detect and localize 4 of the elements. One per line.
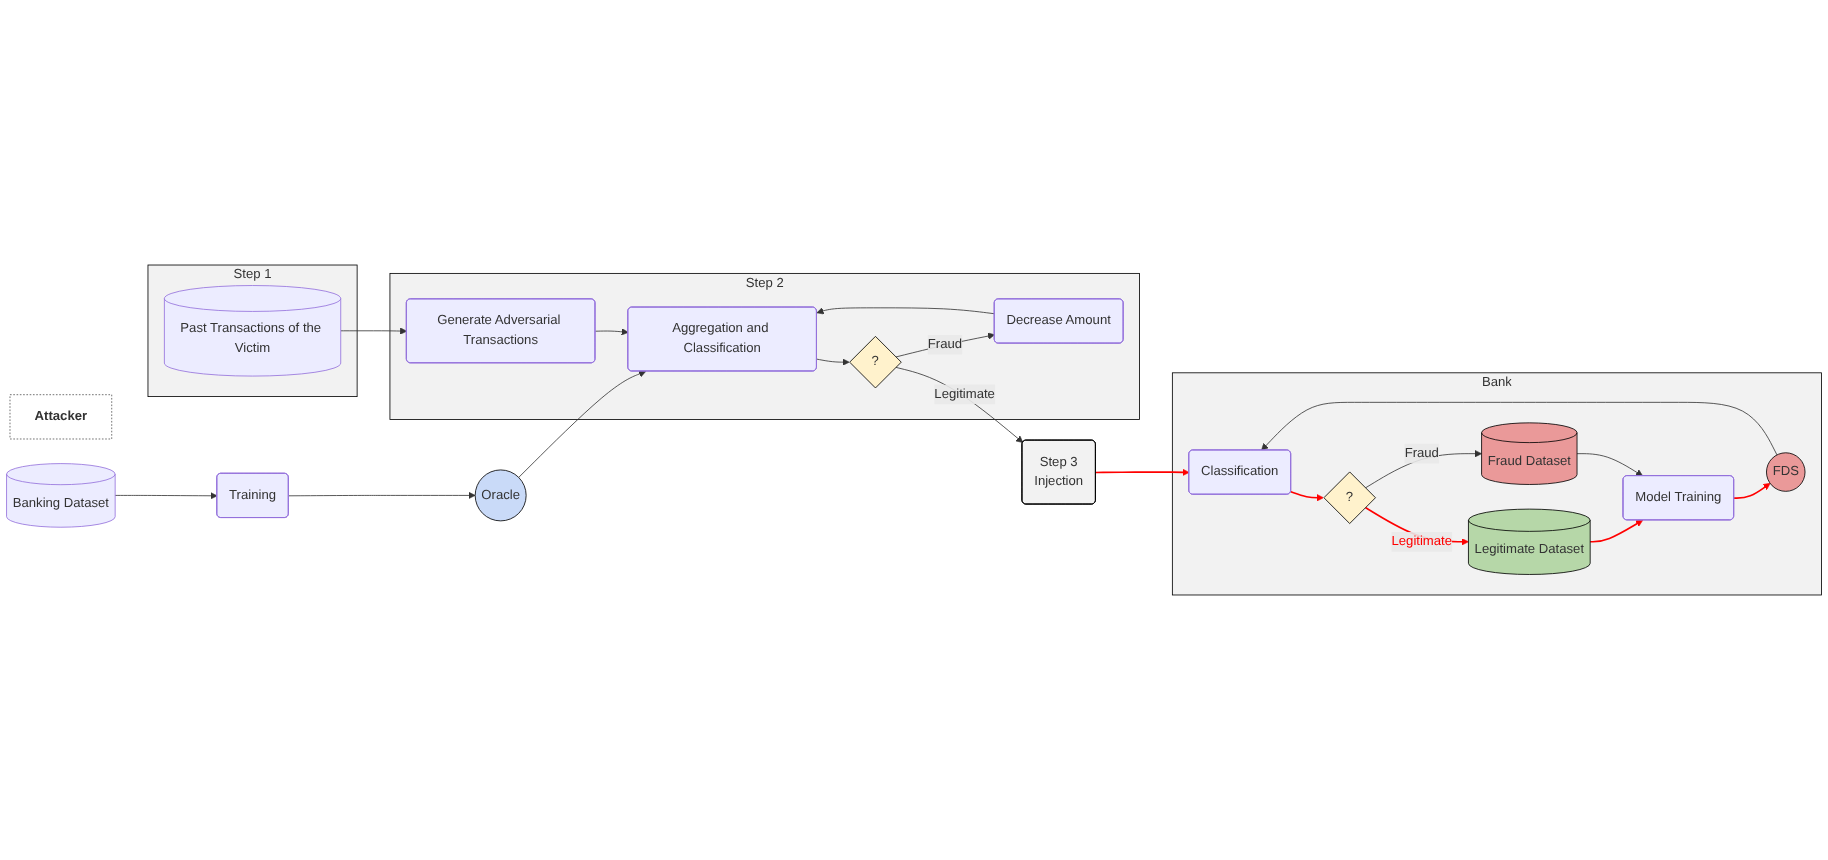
arrow: [1733, 483, 1771, 499]
arrow: [1095, 468, 1190, 476]
arrow: [1290, 491, 1324, 502]
arrow: [1589, 519, 1643, 543]
